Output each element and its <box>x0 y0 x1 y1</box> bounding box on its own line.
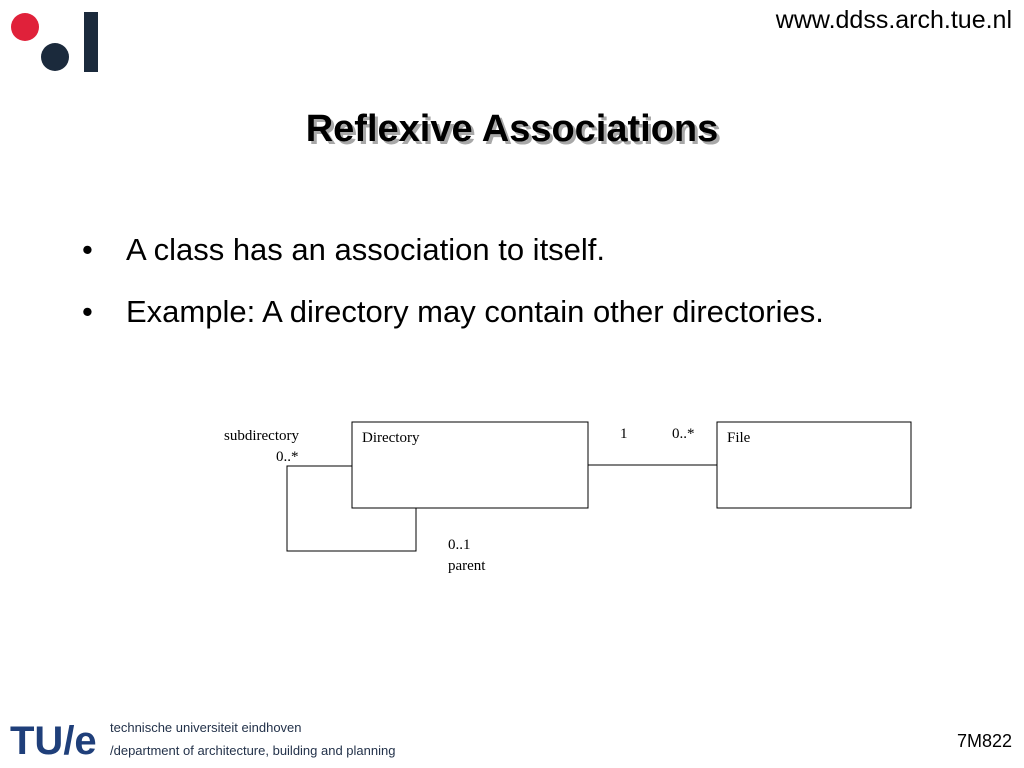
tue-logo-mark <box>11 12 98 72</box>
bullet-dot-icon: • <box>82 294 93 329</box>
logo-navy-bar <box>84 12 98 72</box>
directory-end-multiplicity: 1 <box>620 426 628 442</box>
tue-wordmark-logo: TU/e <box>10 719 97 762</box>
subdirectory-role-label: subdirectory <box>224 428 299 444</box>
file-class-box <box>716 421 912 509</box>
directory-class-name: Directory <box>362 430 420 446</box>
logo-navy-dot <box>41 43 69 71</box>
university-name: technische universiteit eindhoven <box>110 720 302 735</box>
course-code: 7M822 <box>956 731 1012 751</box>
directory-class-box <box>351 421 589 509</box>
file-class-name: File <box>727 430 751 446</box>
reflexive-association <box>286 465 417 552</box>
bullet-item: • Example: A directory may contain other… <box>82 290 824 352</box>
slide-title: Reflexive Associations <box>305 108 719 150</box>
parent-role-label: parent <box>448 558 486 574</box>
department-name: /department of architecture, building an… <box>110 743 396 758</box>
bullet-list: • A class has an association to itself. … <box>82 228 824 352</box>
header-url: www.ddss.arch.tue.nl <box>775 6 1012 34</box>
logo-red-dot <box>11 13 39 41</box>
bullet-text: Example: A directory may contain other d… <box>126 294 824 329</box>
subdirectory-multiplicity: 0..* <box>276 449 299 465</box>
parent-multiplicity: 0..1 <box>448 537 471 553</box>
bullet-text: A class has an association to itself. <box>126 232 606 267</box>
file-end-multiplicity: 0..* <box>672 426 695 442</box>
bullet-dot-icon: • <box>82 232 93 267</box>
tue-wordmark-text: TU/e <box>10 719 97 762</box>
bullet-item: • A class has an association to itself. <box>82 228 824 290</box>
